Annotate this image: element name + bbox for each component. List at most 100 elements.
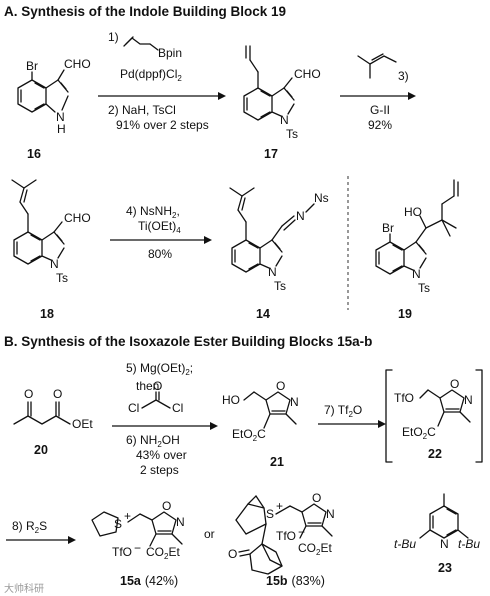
step3-catalyst: G-II bbox=[370, 103, 390, 117]
compound-22: O N TfO EtO2C 22 bbox=[385, 369, 483, 463]
c15a-n: N bbox=[176, 515, 185, 529]
c21-o: O bbox=[276, 379, 285, 393]
step7-reagent: 7) Tf2O bbox=[324, 403, 362, 419]
c17-cho: CHO bbox=[294, 67, 321, 81]
c14-ts: Ts bbox=[274, 279, 286, 293]
compound-16: Br CHO N H 16 bbox=[17, 57, 91, 161]
c16-h: H bbox=[57, 122, 66, 136]
step5-cl-left: Cl bbox=[128, 401, 139, 415]
step3-label: 3) bbox=[398, 69, 409, 83]
compound-21-label: 21 bbox=[270, 455, 284, 469]
arrow-step-1-2: 1) Bpin Pd(dppf)Cl2 2) NaH, TsCl 91% ove… bbox=[98, 30, 226, 132]
compound-23: N t-Bu t-Bu 23 bbox=[394, 493, 480, 575]
c21-ester: EtO2C bbox=[232, 427, 266, 443]
c14-ns: Ns bbox=[314, 191, 329, 205]
c16-n: N bbox=[56, 110, 65, 124]
compound-16-label: 16 bbox=[27, 147, 41, 161]
c19-ts: Ts bbox=[418, 281, 430, 295]
c15a-tfo: TfO bbox=[112, 545, 132, 559]
c18-ts: Ts bbox=[56, 271, 68, 285]
c19-br: Br bbox=[382, 221, 394, 235]
c15a-tfo-charge: − bbox=[134, 541, 141, 555]
c15b-s: S bbox=[266, 507, 274, 521]
step3-yield: 92% bbox=[368, 118, 392, 132]
compound-18: CHO N Ts 18 bbox=[11, 179, 91, 321]
step1-bpin: Bpin bbox=[158, 46, 182, 60]
c23-tbu-right: t-Bu bbox=[458, 537, 480, 551]
step12-yield: 91% over 2 steps bbox=[116, 118, 209, 132]
c18-cho: CHO bbox=[64, 211, 91, 225]
compound-23-label: 23 bbox=[438, 561, 452, 575]
watermark-text: 大帅科研 bbox=[4, 582, 44, 595]
c19-n: N bbox=[412, 267, 421, 281]
compound-15b: S + O N TfO − CO2Et O 15b(83%) bbox=[228, 491, 335, 588]
compound-20-label: 20 bbox=[34, 443, 48, 457]
c20-o1: O bbox=[24, 387, 33, 401]
c15a-s: S bbox=[114, 517, 122, 531]
c15b-tfo: TfO bbox=[276, 529, 296, 543]
c15a-s-charge: + bbox=[124, 509, 131, 523]
c18-n: N bbox=[50, 257, 59, 271]
c22-n: N bbox=[464, 393, 473, 407]
c21-n: N bbox=[290, 395, 299, 409]
compound-15b-label: 15b(83%) bbox=[266, 574, 325, 588]
step1-label: 1) bbox=[108, 30, 119, 44]
compound-19: Br HO N Ts 19 bbox=[375, 179, 459, 321]
step4-ti: Ti(OEt)4 bbox=[138, 219, 181, 235]
c22-ester: EtO2C bbox=[402, 425, 436, 441]
step56-yield-1: 43% over bbox=[136, 448, 187, 462]
step5-cl-right: Cl bbox=[172, 401, 183, 415]
arrow-step-4: 4) NsNH2, Ti(OEt)4 80% bbox=[110, 204, 212, 261]
c15b-o: O bbox=[312, 491, 321, 505]
or-text: or bbox=[204, 527, 215, 541]
c20-oet: OEt bbox=[72, 417, 93, 431]
step56-yield-2: 2 steps bbox=[140, 463, 179, 477]
c23-tbu-left: t-Bu bbox=[394, 537, 416, 551]
compound-18-label: 18 bbox=[40, 307, 54, 321]
arrow-step-8: 8) R2S bbox=[6, 519, 76, 544]
compound-21: O N HO EtO2C 21 bbox=[222, 379, 299, 469]
compound-22-label: 22 bbox=[428, 447, 442, 461]
compound-17: CHO N Ts 17 bbox=[243, 45, 321, 161]
c20-o2: O bbox=[53, 387, 62, 401]
compound-19-label: 19 bbox=[398, 307, 412, 321]
c17-ts: Ts bbox=[286, 127, 298, 141]
compound-14-label: 14 bbox=[256, 307, 270, 321]
section-b-title: B. Synthesis of the Isoxazole Ester Buil… bbox=[4, 334, 372, 349]
step4-reagent: 4) NsNH2, bbox=[126, 204, 180, 220]
arrow-step-7: 7) Tf2O bbox=[318, 403, 386, 428]
step4-yield: 80% bbox=[148, 247, 172, 261]
arrow-step-5-6: 5) Mg(OEt)2; then Cl O Cl 6) NH2OH 43% o… bbox=[112, 361, 218, 477]
c15b-tfo-charge: − bbox=[298, 525, 305, 539]
c15b-n: N bbox=[326, 507, 335, 521]
step1-catalyst: Pd(dppf)Cl2 bbox=[120, 67, 182, 83]
step5-reagent: 5) Mg(OEt)2; bbox=[126, 361, 193, 377]
compound-20: O O OEt 20 bbox=[13, 387, 93, 457]
compound-15a-label: 15a(42%) bbox=[120, 574, 178, 588]
step6-reagent: 6) NH2OH bbox=[126, 433, 180, 449]
c15b-s-charge: + bbox=[276, 499, 283, 513]
step5-then: then bbox=[136, 379, 159, 393]
c16-br: Br bbox=[26, 59, 38, 73]
c15b-ester: CO2Et bbox=[298, 541, 332, 557]
compound-14: N Ns N Ts 14 bbox=[229, 187, 329, 321]
c19-ho: HO bbox=[404, 205, 422, 219]
c16-cho: CHO bbox=[64, 57, 91, 71]
c21-ho: HO bbox=[222, 393, 240, 407]
compound-15a: S + O N TfO − CO2Et 15a(42%) bbox=[91, 499, 185, 588]
c17-n: N bbox=[280, 113, 289, 127]
step5-acyl-o: O bbox=[153, 379, 162, 393]
c22-tfo: TfO bbox=[394, 391, 414, 405]
c15a-o: O bbox=[162, 499, 171, 513]
c22-o: O bbox=[450, 377, 459, 391]
section-a-title: A. Synthesis of the Indole Building Bloc… bbox=[4, 4, 286, 19]
compound-17-label: 17 bbox=[264, 147, 278, 161]
c15a-ester: CO2Et bbox=[146, 545, 180, 561]
step2-label: 2) NaH, TsCl bbox=[108, 103, 176, 117]
arrow-step-3: 3) G-II 92% bbox=[340, 53, 416, 132]
c15b-ketone-o: O bbox=[228, 547, 237, 561]
c14-imine-n: N bbox=[296, 209, 305, 223]
step8-reagent: 8) R2S bbox=[12, 519, 47, 535]
